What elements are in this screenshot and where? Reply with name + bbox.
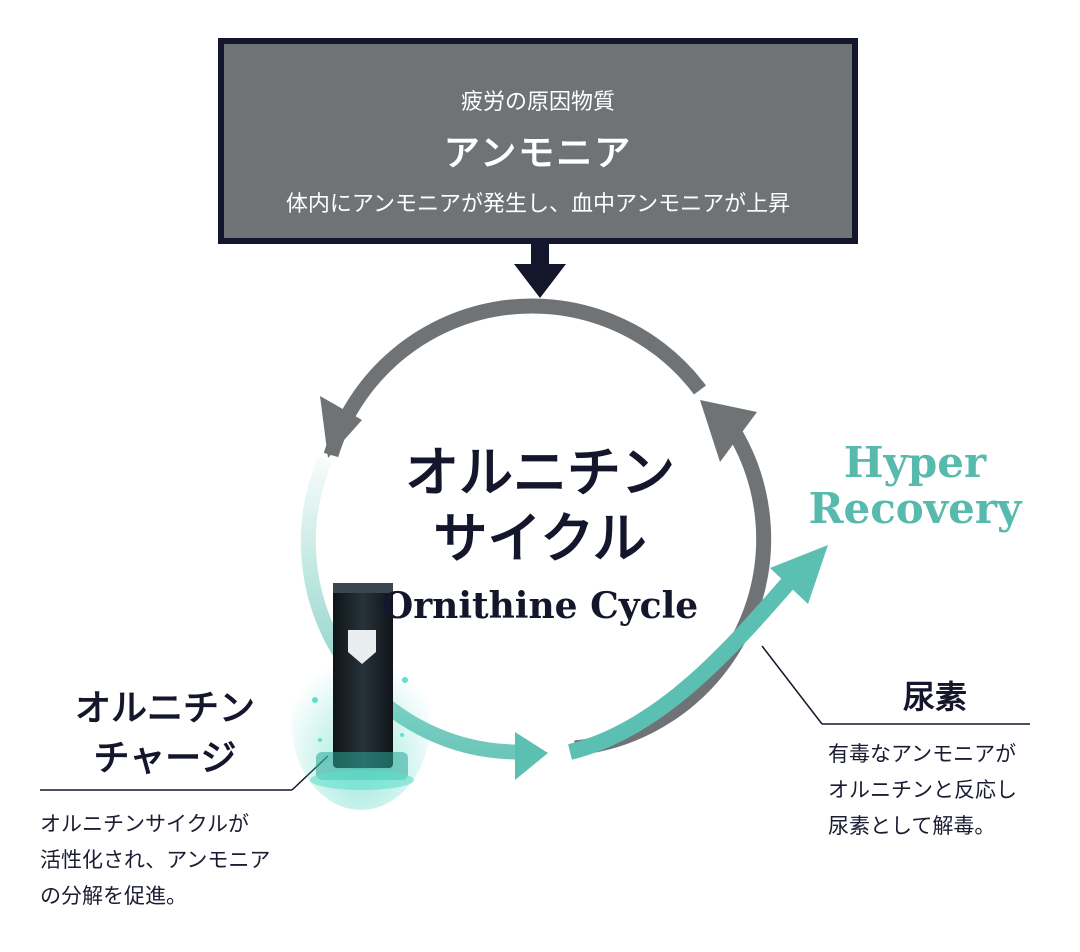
cycle-english-title: Ornithine Cycle	[381, 585, 699, 627]
hyper-line2: Recovery	[808, 484, 1022, 533]
gray-arrowhead-left	[320, 396, 362, 458]
left-title-line1: オルニチン	[74, 688, 255, 729]
right-desc-line2: オルニチンと反応し	[828, 778, 1017, 802]
down-arrow	[514, 244, 566, 298]
teal-arrowhead-bottom	[515, 732, 548, 780]
left-desc-line1: オルニチンサイクルが	[40, 812, 249, 836]
hyper-line1: Hyper	[843, 438, 987, 487]
cycle-title-line1: オルニチン	[405, 441, 675, 504]
hyper-arrow	[568, 545, 828, 760]
hyper-recovery-label: Hyper Recovery	[800, 440, 1030, 532]
box-subtitle: 疲労の原因物質	[460, 90, 615, 115]
box-description: 体内にアンモニアが発生し、血中アンモニアが上昇	[285, 192, 791, 217]
left-note-description: オルニチンサイクルが 活性化され、アンモニア の分解を促進。	[40, 806, 300, 914]
box-title: アンモニア	[443, 133, 633, 174]
left-desc-line3: の分解を促進。	[40, 884, 187, 908]
gray-arrowhead-right	[700, 400, 757, 462]
right-desc-line3: 尿素として解毒。	[828, 814, 996, 838]
right-desc-line1: 有毒なアンモニアが	[828, 742, 1017, 766]
right-note-title: 尿素	[902, 678, 967, 716]
right-leader-diagonal	[761, 645, 823, 725]
left-note-title: オルニチン チャージ	[40, 684, 290, 784]
right-note-description: 有毒なアンモニアが オルニチンと反応し 尿素として解毒。	[828, 736, 1058, 844]
ammonia-box: 疲労の原因物質 アンモニア 体内にアンモニアが発生し、血中アンモニアが上昇	[218, 38, 858, 244]
product-pack-icon	[291, 583, 431, 810]
left-title-line2: チャージ	[93, 738, 237, 779]
cycle-title: オルニチン サイクル	[330, 440, 750, 572]
cycle-title-line2: サイクル	[433, 507, 647, 570]
left-desc-line2: 活性化され、アンモニア	[40, 848, 271, 872]
